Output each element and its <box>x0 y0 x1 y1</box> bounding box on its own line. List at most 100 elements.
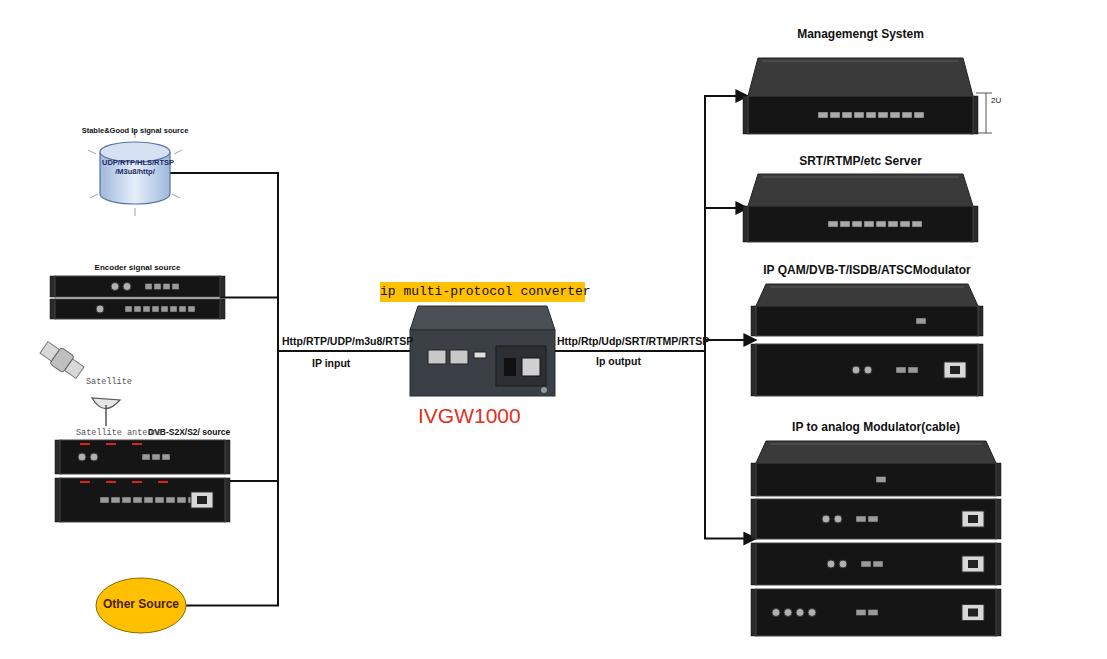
bnc-connector <box>123 283 131 291</box>
bnc-connector <box>834 515 842 523</box>
port <box>818 112 828 118</box>
connector-line <box>170 173 410 351</box>
port <box>828 221 838 227</box>
port <box>133 497 142 503</box>
port <box>172 284 179 290</box>
dimension-label: 2U <box>991 96 1001 105</box>
bracket-line <box>976 133 992 134</box>
node-outline <box>748 58 973 134</box>
red-mark <box>80 481 90 483</box>
signal-label: Http/Rtp/Udp/SRT/RTMP/RTSP <box>557 335 709 347</box>
device-front-panel <box>756 589 996 636</box>
port <box>916 318 926 324</box>
node-heading: IP to analog Modulator(cable) <box>736 421 1016 435</box>
ethernet-port <box>450 350 468 364</box>
device-front-panel <box>60 440 225 474</box>
port <box>900 221 910 227</box>
device-front-panel <box>410 330 555 396</box>
bnc-connector <box>90 453 98 461</box>
bracket-line <box>976 93 992 94</box>
bnc-connector <box>827 560 835 568</box>
device-front-panel <box>748 96 973 134</box>
port <box>122 497 131 503</box>
port <box>902 112 912 118</box>
red-mark <box>132 443 142 445</box>
port <box>155 497 164 503</box>
dvb-receiver-device: DVB-S2X/S2/ source <box>60 440 225 522</box>
bnc-connector <box>784 609 792 617</box>
device-front-panel <box>60 478 225 522</box>
port <box>866 112 876 118</box>
power-socket <box>962 605 984 621</box>
connector-line <box>555 208 748 351</box>
node-heading: ip multi-protocol converter <box>380 282 585 302</box>
lid-highlight <box>762 177 959 178</box>
port <box>145 284 152 290</box>
antenna-pole <box>105 405 107 426</box>
protocol-converter: ip multi-protocol converterIVGW1000 <box>410 306 555 396</box>
signal-ray <box>172 194 180 198</box>
power-socket-hole <box>968 560 978 568</box>
connector-line <box>555 351 756 539</box>
cylinder-body <box>100 152 170 204</box>
signal-ray <box>135 208 136 216</box>
device-front-panel <box>55 299 220 319</box>
satellite-illustration <box>38 339 86 381</box>
bnc-connector <box>822 515 830 523</box>
lid-highlight <box>770 444 982 445</box>
power-socket <box>191 492 213 508</box>
power-socket-hole <box>968 515 978 523</box>
port <box>170 306 177 312</box>
port <box>864 221 874 227</box>
node-heading: Managemengt System <box>728 28 993 42</box>
device-lid <box>756 441 996 463</box>
lid-highlight <box>762 61 959 62</box>
node-outline <box>55 276 220 319</box>
port <box>177 497 186 503</box>
bnc-connector <box>111 283 119 291</box>
node-text: UDP/RTP/HLS/RTSP /M3u8/http/ <box>102 159 168 176</box>
red-mark <box>106 443 116 445</box>
port <box>154 284 161 290</box>
port <box>854 112 864 118</box>
device-lid <box>410 306 555 330</box>
power-socket <box>962 511 984 527</box>
bnc-connector <box>852 366 860 374</box>
port <box>162 454 170 460</box>
port <box>111 497 120 503</box>
management-server: Managemengt System <box>748 58 973 134</box>
port <box>878 112 888 118</box>
device-front-panel <box>756 306 978 336</box>
power-socket-hole <box>950 366 960 374</box>
port <box>143 306 150 312</box>
power-socket-hole <box>197 496 207 504</box>
power-panel <box>496 346 546 386</box>
port <box>840 221 850 227</box>
bnc-connector <box>796 609 804 617</box>
connector-line <box>225 351 410 481</box>
port <box>873 561 883 567</box>
port <box>868 516 878 522</box>
node-heading: Encoder signal source <box>55 263 220 272</box>
port <box>142 454 150 460</box>
port <box>888 221 898 227</box>
node-outline <box>410 306 555 396</box>
ground-screw <box>541 387 547 393</box>
port <box>188 306 195 312</box>
dimension-bracket <box>976 93 992 133</box>
signal-label: IP input <box>312 357 350 369</box>
bnc-connector <box>864 366 872 374</box>
port <box>842 112 852 118</box>
usb-port <box>474 352 486 358</box>
port <box>163 284 170 290</box>
device-front-panel <box>55 276 220 297</box>
red-mark <box>132 481 142 483</box>
streaming-server: SRT/RTMP/etc Server <box>748 174 973 242</box>
source-ellipse <box>96 578 186 633</box>
signal-label: Ip output <box>596 355 641 367</box>
node-outline <box>748 174 973 242</box>
signal-ray <box>174 150 182 154</box>
device-lid <box>748 58 973 96</box>
